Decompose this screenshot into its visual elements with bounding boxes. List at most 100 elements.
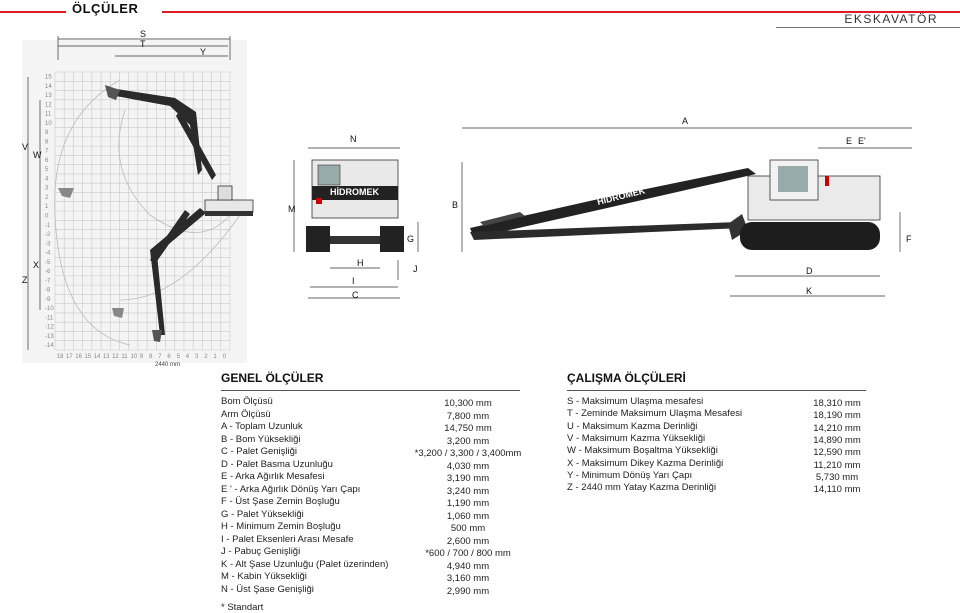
dim-label-d: D xyxy=(806,266,813,276)
dim-label-b: B xyxy=(452,200,458,210)
grid-x-label: 9 xyxy=(140,354,144,360)
grid-x-label: 8 xyxy=(149,354,153,360)
grid-y-label: 8 xyxy=(45,139,49,145)
dim-label-c: C xyxy=(352,290,359,300)
dim-label-w: W xyxy=(33,150,42,160)
spec-value: 3,160 mm xyxy=(446,573,490,584)
spec-value: *600 / 700 / 800 mm xyxy=(425,548,511,559)
grid-x-label: 11 xyxy=(121,354,128,360)
dim-label-e: E xyxy=(846,136,852,146)
section-label: EKSKAVATÖR xyxy=(844,12,938,26)
general-heading: GENEL ÖLÇÜLER xyxy=(221,371,324,385)
grid-x-label: 7 xyxy=(158,354,162,360)
grid-y-label: 5 xyxy=(45,167,49,173)
spec-value: 3,240 mm xyxy=(446,485,490,497)
side-view-machine xyxy=(470,159,881,250)
section-label-rule xyxy=(776,27,960,28)
spec-label: I - Palet Eksenleri Arası Mesafe xyxy=(221,533,354,545)
grid-x-label: 3 xyxy=(195,354,199,360)
spec-value: 12,590 mm xyxy=(813,447,861,459)
header-bar: ÖLÇÜLER xyxy=(0,0,960,20)
spec-value: 1,060 mm xyxy=(446,510,490,522)
spec-value: 14,110 mm xyxy=(813,484,861,496)
header-red-rule xyxy=(0,11,960,13)
grid-y-label: -2 xyxy=(45,232,51,238)
reach-envelope-curve xyxy=(54,79,131,346)
grid-y-label: -6 xyxy=(45,269,51,275)
dim-label-y: Y xyxy=(200,47,206,57)
spec-value: 5,730 mm xyxy=(815,471,859,483)
spec-value: 14,210 mm xyxy=(813,422,861,434)
grid-y-label: -11 xyxy=(45,315,54,321)
spec-label: J - Pabuç Genişliği xyxy=(221,546,301,557)
dim-label-f: F xyxy=(906,234,912,244)
spec-label: V - Maksimum Kazma Yüksekliği xyxy=(567,432,706,444)
spec-value: 4,030 mm xyxy=(446,460,490,472)
grid-x-label: 6 xyxy=(167,354,171,360)
general-heading-rule xyxy=(221,390,520,391)
spec-value: 3,200 mm xyxy=(446,435,490,447)
spec-value: 2,600 mm xyxy=(446,535,490,547)
spec-label: W - Maksimum Boşaltma Yüksekliği xyxy=(567,445,718,457)
working-range-grid xyxy=(54,71,231,351)
technical-drawings: 1514131211109876543210-1-2-3-4-5-6-7-8-9… xyxy=(22,29,912,368)
spec-label: F - Üst Şase Zemin Boşluğu xyxy=(221,496,340,507)
dim-label-a: A xyxy=(682,116,688,126)
grid-y-label: -9 xyxy=(45,297,51,303)
grid-y-label: 2 xyxy=(45,195,49,201)
spec-label: K - Alt Şase Uzunluğu (Palet üzerinden) xyxy=(221,558,389,570)
spec-label: Arm Ölçüsü xyxy=(221,408,271,420)
side-view-dimensions xyxy=(461,127,912,297)
grid-y-label: -10 xyxy=(45,306,54,312)
spec-value: 3,190 mm xyxy=(446,473,490,484)
grid-y-label: 13 xyxy=(45,93,52,99)
spec-value: 1,190 mm xyxy=(446,498,490,509)
grid-y-label: -12 xyxy=(45,325,54,331)
spec-label: U - Maksimum Kazma Derinliği xyxy=(567,420,698,432)
spec-value: 500 mm xyxy=(450,523,486,534)
grid-x-label: 2 xyxy=(204,354,208,360)
dim-label-v: V xyxy=(22,142,28,152)
grid-y-label: 10 xyxy=(45,121,52,127)
grid-x-label: 0 xyxy=(223,354,227,360)
spec-value: 14,750 mm xyxy=(444,423,492,434)
grid-x-label: 16 xyxy=(75,354,82,360)
spec-value: 11,210 mm xyxy=(813,459,861,471)
spec-value: 7,800 mm xyxy=(446,410,490,422)
spec-value: *3,200 / 3,300 / 3,400mm xyxy=(414,448,522,459)
grid-x-label: 1 xyxy=(213,354,217,360)
spec-label: Z - 2440 mm Yatay Kazma Derinliği xyxy=(567,482,717,494)
standard-footnote: * Standart xyxy=(221,602,264,613)
spec-label: N - Üst Şase Genişliği xyxy=(221,583,314,595)
spec-value: 18,190 mm xyxy=(813,410,861,422)
grid-y-label: 12 xyxy=(45,102,52,108)
working-heading-rule xyxy=(567,390,866,391)
spec-label: M - Kabin Yüksekliği xyxy=(221,571,307,582)
bucket-dump-position xyxy=(58,188,74,198)
boom-lowered-bucket xyxy=(152,330,162,342)
reach-dimensions xyxy=(27,36,231,350)
grid-y-label: -3 xyxy=(45,241,51,247)
boom-lowered-position xyxy=(150,208,206,335)
grid-y-label: -13 xyxy=(45,334,54,340)
spec-value: 14,890 mm xyxy=(813,434,861,446)
grid-x-label: 18 xyxy=(57,354,64,360)
grid-y-label: 3 xyxy=(45,186,49,192)
grid-x-label: 4 xyxy=(186,354,190,360)
grid-y-label: 7 xyxy=(45,149,49,155)
grid-y-label: 9 xyxy=(45,130,49,136)
spec-label: E - Arka Ağırlık Mesafesi xyxy=(221,471,325,482)
spec-label: E ' - Arka Ağırlık Dönüş Yarı Çapı xyxy=(221,483,361,495)
dim-label-s: S xyxy=(140,29,146,39)
grid-y-label: 6 xyxy=(45,158,49,164)
spec-label: H - Minimum Zemin Boşluğu xyxy=(221,521,341,532)
dim-label-h: H xyxy=(357,258,364,268)
dim-label-e-prime: E' xyxy=(858,136,866,146)
spec-label: B - Bom Yüksekliği xyxy=(221,433,301,445)
page-title: ÖLÇÜLER xyxy=(72,1,139,16)
inner-envelope-curve xyxy=(118,109,231,233)
grid-y-label: 0 xyxy=(45,213,49,219)
spec-label: C - Palet Genişliği xyxy=(221,446,298,457)
grid-x-label: 14 xyxy=(94,354,101,360)
grid-x-label: 15 xyxy=(84,354,91,360)
